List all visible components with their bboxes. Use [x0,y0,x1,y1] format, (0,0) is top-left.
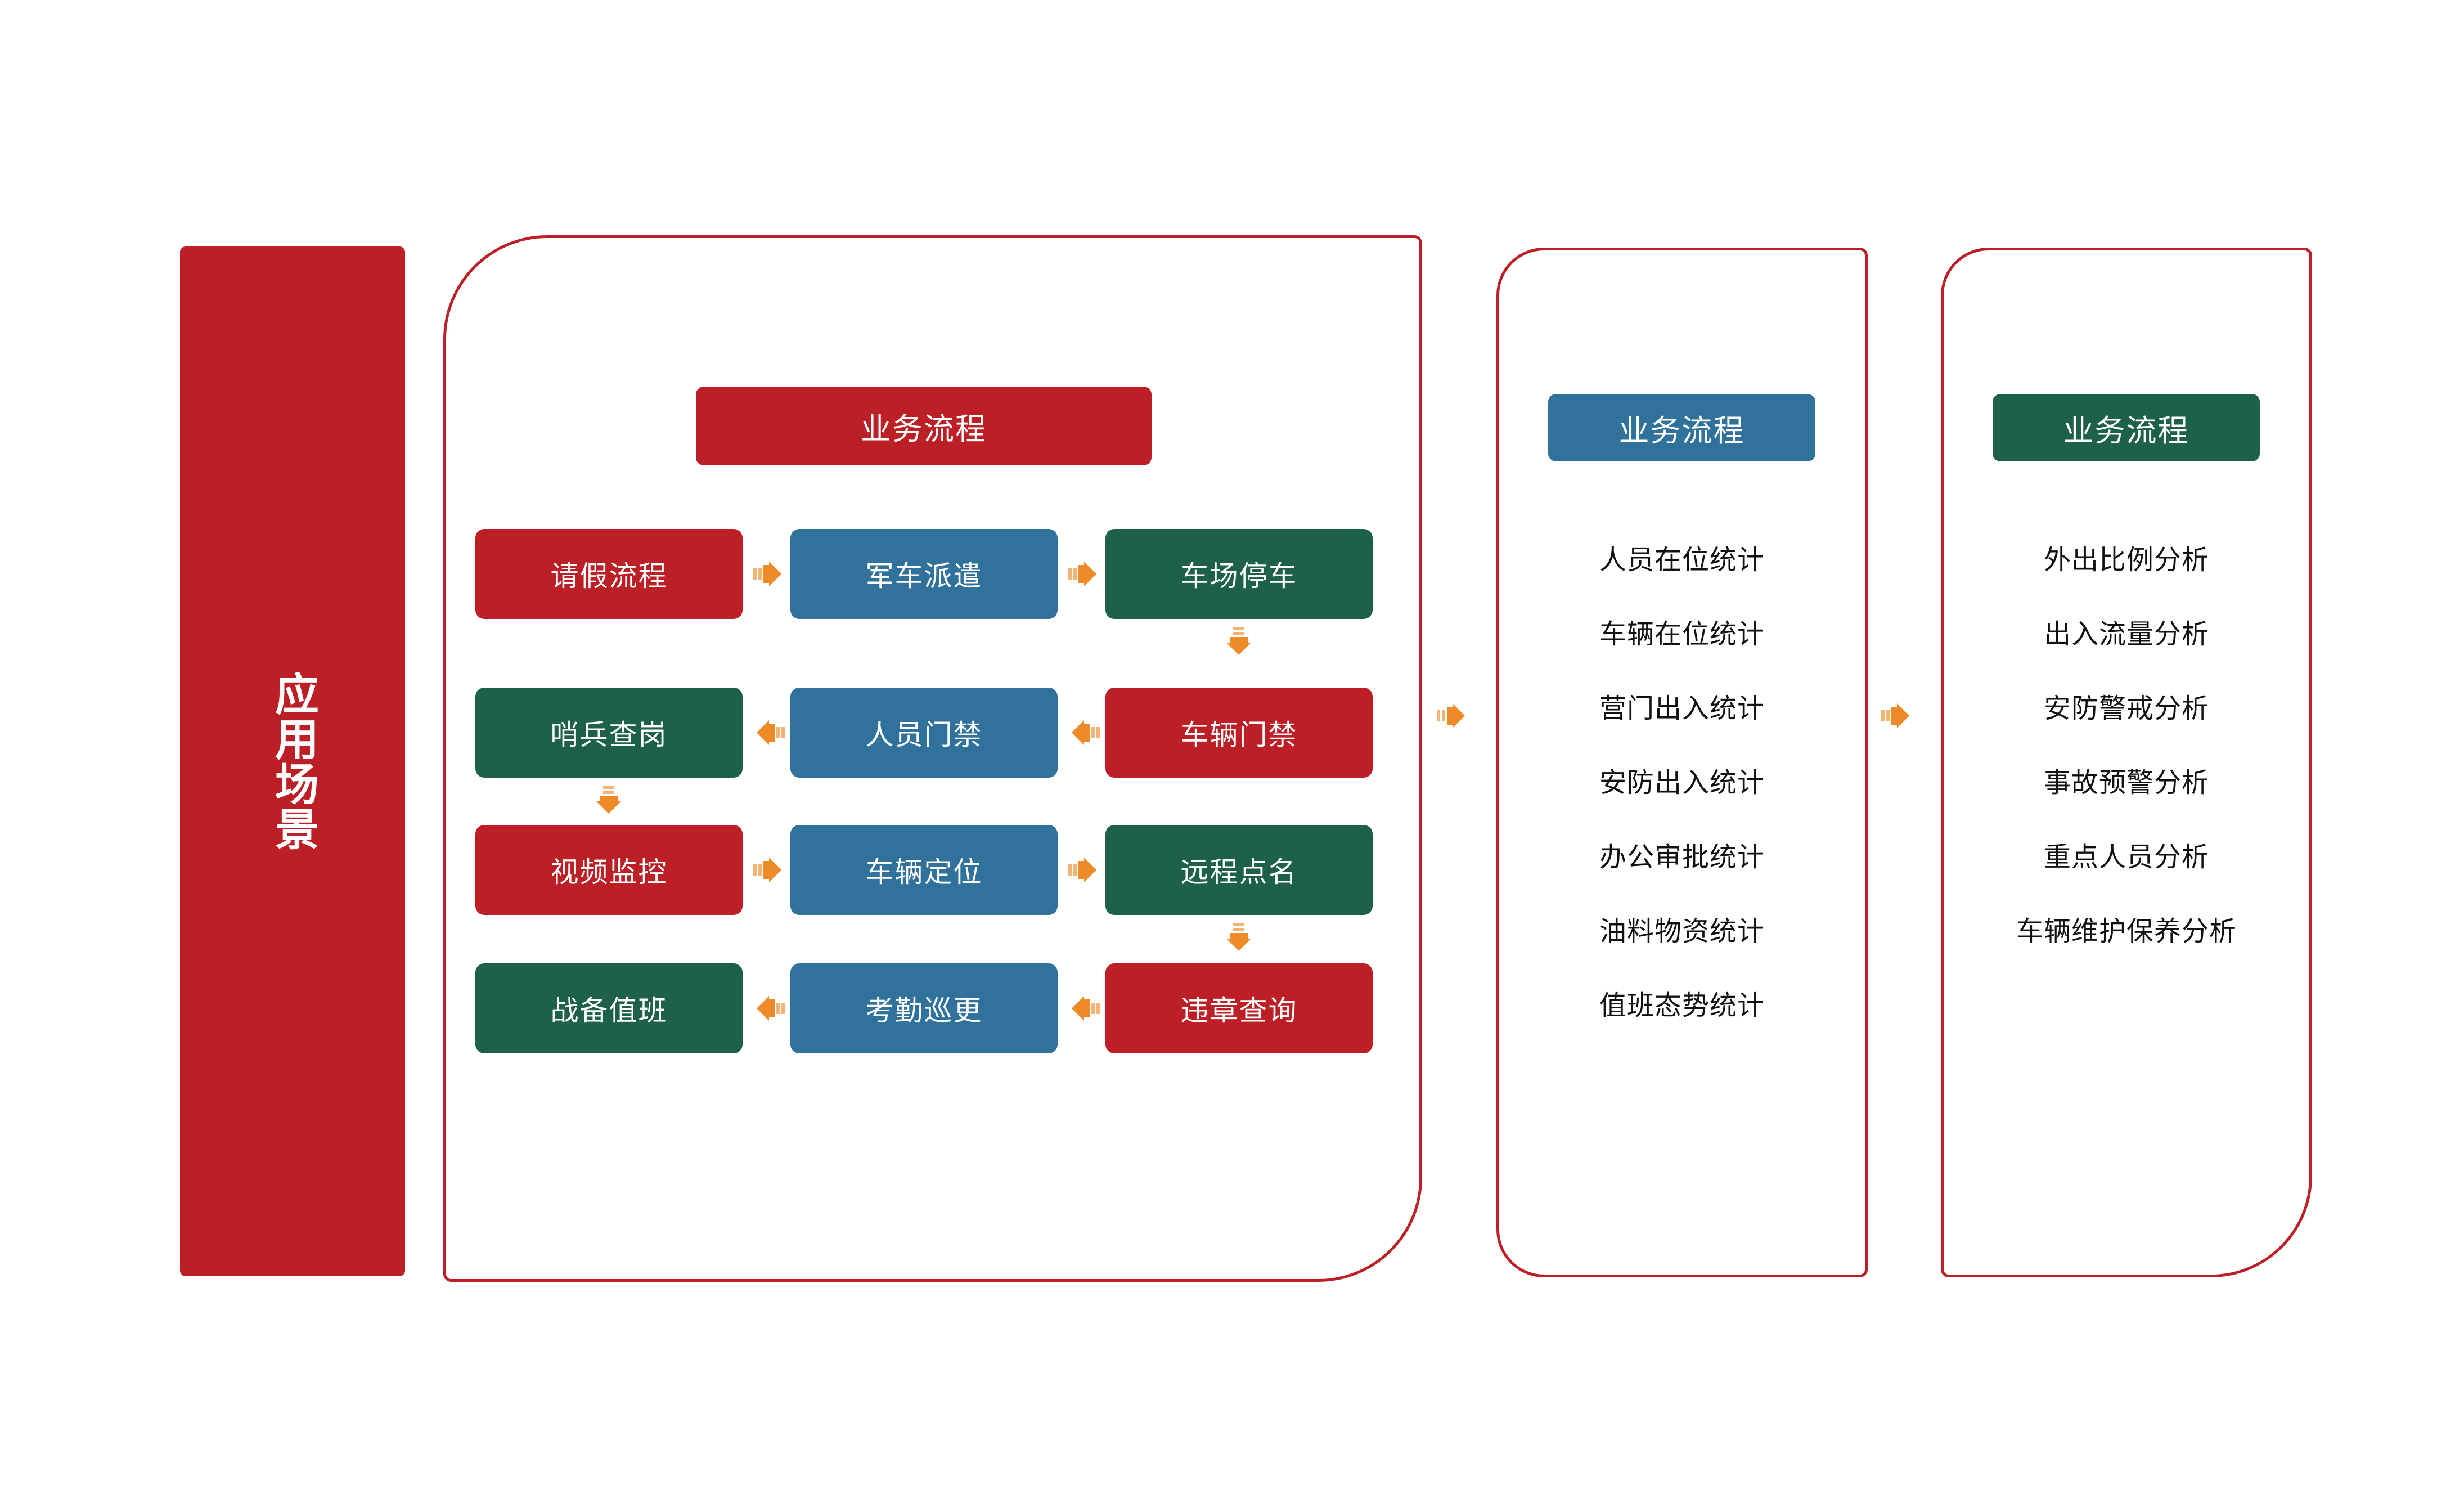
arrow-right-icon [1880,699,1914,733]
flow-box-military-vehicle-dispatch[interactable]: 军车派遣 [790,529,1058,619]
list-item: 油料物资统计 [1599,916,1765,947]
application-scenario-label: 应用场景 [267,671,318,851]
flow-box-parking-lot[interactable]: 车场停车 [1105,529,1373,619]
flow-box-remote-roll-call[interactable]: 远程点名 [1105,825,1373,915]
arrow-right-icon [1067,853,1101,887]
arrow-right-icon [752,853,786,887]
list-item: 出入流量分析 [2043,618,2210,650]
list-item: 值班态势统计 [1599,990,1765,1021]
arrow-left-icon [1067,716,1101,750]
arrow-left-icon [1067,991,1101,1025]
list-item: 办公审批统计 [1599,841,1765,873]
flow-box-leave-process[interactable]: 请假流程 [475,529,743,619]
arrow-down-icon [1222,626,1256,659]
flow-box-sentry-post-check[interactable]: 哨兵查岗 [475,688,743,778]
statistics-header: 业务流程 [1548,394,1815,461]
arrow-down-icon [1222,922,1256,955]
flow-box-personnel-access-control[interactable]: 人员门禁 [790,688,1058,778]
list-item: 外出比例分析 [2043,544,2210,576]
arrow-right-icon [1067,557,1101,591]
list-item: 人员在位统计 [1599,544,1765,576]
flow-box-violation-query[interactable]: 违章查询 [1105,963,1373,1053]
analysis-header: 业务流程 [1993,394,2260,461]
flow-box-combat-readiness-duty[interactable]: 战备值班 [475,963,743,1053]
business-process-header: 业务流程 [696,387,1152,465]
arrow-left-icon [752,716,786,750]
application-scenario-banner: 应用场景 [180,246,405,1276]
arrow-left-icon [752,991,786,1025]
list-item: 事故预警分析 [2043,767,2210,798]
flow-box-vehicle-positioning[interactable]: 车辆定位 [790,825,1058,915]
arrow-down-icon [592,784,626,818]
list-item: 营门出入统计 [1599,693,1765,724]
arrow-right-icon [1436,699,1469,733]
arrow-right-icon [752,557,786,591]
flow-box-video-surveillance[interactable]: 视频监控 [475,825,743,915]
flow-box-vehicle-access-control[interactable]: 车辆门禁 [1105,688,1373,778]
list-item: 车辆维护保养分析 [2016,916,2237,947]
list-item: 重点人员分析 [2043,841,2210,873]
list-item: 安防警戒分析 [2043,693,2210,724]
list-item: 车辆在位统计 [1599,618,1765,650]
list-item: 安防出入统计 [1599,767,1765,798]
flow-box-attendance-patrol[interactable]: 考勤巡更 [790,963,1058,1053]
